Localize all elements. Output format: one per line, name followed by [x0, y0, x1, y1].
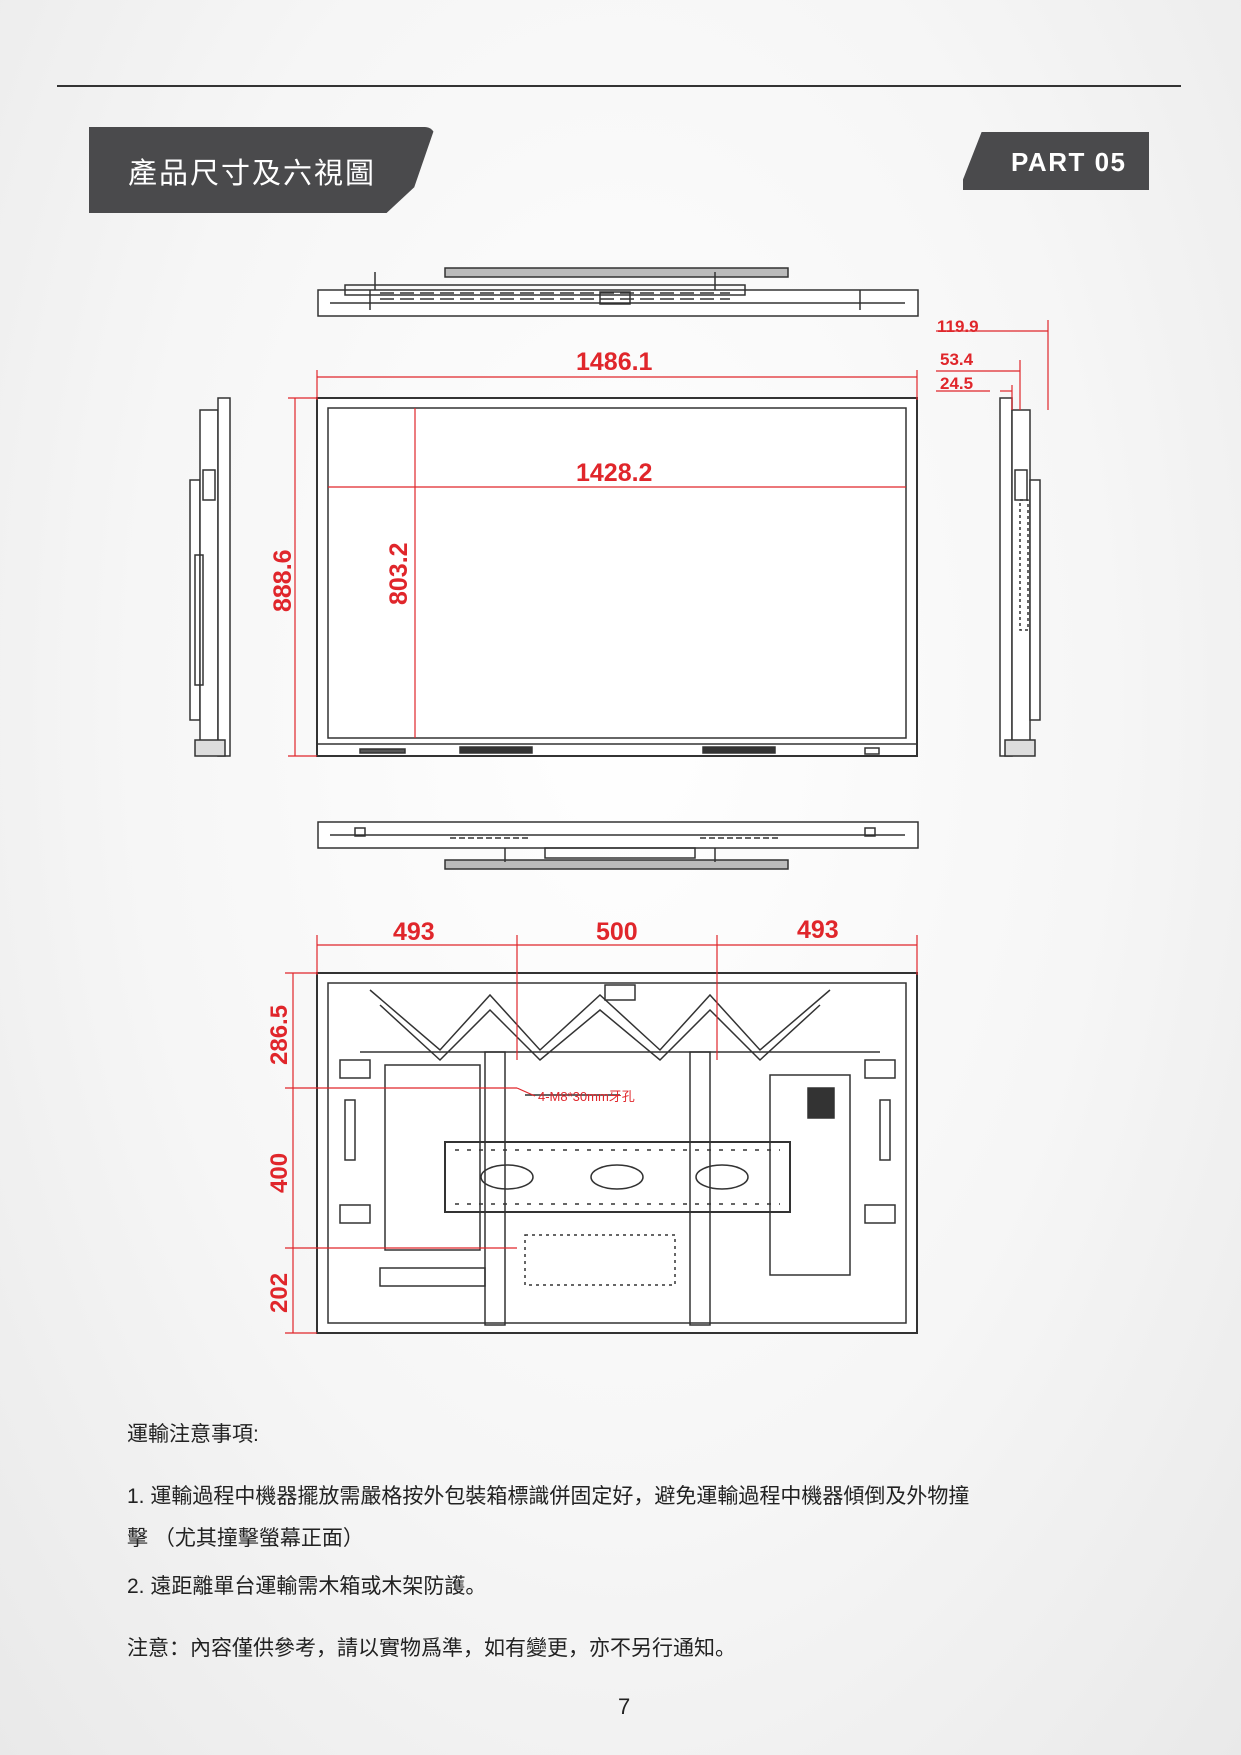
note-item-2: 2. 遠距離單台運輸需木箱或木架防護。	[127, 1575, 487, 1598]
dim-depth-panel: 24.5	[940, 374, 973, 393]
dimension-lines	[285, 320, 1049, 1334]
left-side-view	[189, 397, 231, 757]
dim-depth-total: 119.9	[937, 317, 979, 336]
dim-outer-height: 888.6	[269, 549, 297, 612]
dim-depth-mid: 53.4	[940, 350, 974, 369]
part-label: PART 05	[1011, 147, 1127, 177]
section-title: 產品尺寸及六視圖	[128, 156, 377, 190]
mount-hole-label: 4-M8*30mm牙孔	[538, 1089, 635, 1104]
dim-rear-right: 493	[797, 916, 839, 944]
notes-heading: 運輸注意事項:	[127, 1423, 259, 1446]
part-badge	[963, 132, 1149, 190]
dim-rear-v-mid: 400	[266, 1153, 293, 1193]
top-rule	[57, 85, 1181, 87]
dim-rear-center: 500	[596, 918, 638, 946]
disclaimer: 注意：內容僅供參考，請以實物爲準，如有變更，亦不另行通知。	[127, 1637, 736, 1660]
top-view	[317, 267, 919, 317]
dim-rear-v-bottom: 202	[266, 1273, 293, 1313]
bottom-view	[317, 821, 919, 870]
right-side-view	[999, 397, 1041, 757]
note-item-1-cont: 擊 （尤其撞擊螢幕正面）	[127, 1527, 364, 1550]
dim-rear-left: 493	[393, 918, 435, 946]
dim-outer-width: 1486.1	[576, 348, 653, 376]
note-item-1: 1. 運輸過程中機器擺放需嚴格按外包裝箱標識併固定好，避免運輸過程中機器傾倒及外…	[127, 1485, 970, 1508]
dim-screen-width: 1428.2	[576, 459, 652, 487]
front-view	[316, 397, 918, 757]
dim-screen-height: 803.2	[385, 542, 413, 605]
title-banner	[89, 127, 435, 213]
rear-view	[316, 972, 918, 1334]
dim-rear-v-top: 286.5	[266, 1005, 293, 1065]
page-number: 7	[618, 1694, 631, 1719]
